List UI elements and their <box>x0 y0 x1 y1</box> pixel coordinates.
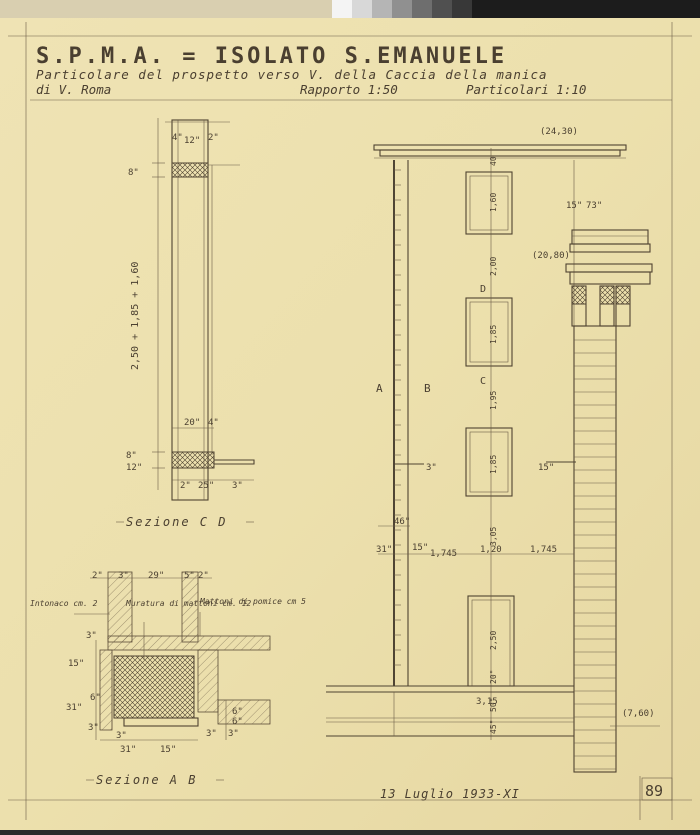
dim-cd-h-b1: 8" <box>126 451 137 461</box>
dim-cd-h-top: 8" <box>128 168 139 178</box>
dim-ab-l2: 15" <box>68 659 84 669</box>
dim-ab-b1: 3" <box>116 731 127 741</box>
dim-cd-bot-m: 25" <box>198 481 214 491</box>
dim-cd-h-main: 2,50 + 1,85 + 1,60 <box>130 262 141 370</box>
dim-ab-t3: 29" <box>148 571 164 581</box>
title-line-3c: Particolari 1:10 <box>466 82 586 97</box>
vdim-1: 1,60 <box>489 193 498 212</box>
dim-ab-b5: 3" <box>228 729 239 739</box>
drawing-date: 13 Luglio 1933-XI <box>380 787 520 801</box>
dim-ab-b4: 3" <box>206 729 217 739</box>
dim-ab-t5: 2" <box>198 571 209 581</box>
vdim-10: 45" <box>489 720 498 734</box>
vdim-7: 2,50 <box>489 631 498 650</box>
hdim-cor1: 15" <box>566 201 582 211</box>
label-c: C <box>480 376 486 387</box>
dim-cd-top-r: 2" <box>208 133 219 143</box>
section-ab-drawing <box>74 571 271 741</box>
dim-ab-b3: 15" <box>160 745 176 755</box>
level-top: (24,30) <box>540 127 578 137</box>
dim-ab-l1: 3" <box>86 631 97 641</box>
vdim-3: 1,85 <box>489 325 498 344</box>
hdim-f: 46" <box>394 517 410 527</box>
dim-ab-t2: 3" <box>118 571 129 581</box>
dim-cd-h-b2: 12" <box>126 463 142 473</box>
hdim-g: 3,15 <box>476 697 498 707</box>
dim-ab-l5: 3" <box>88 723 99 733</box>
dim-cd-bot-r: 3" <box>232 481 243 491</box>
title-line-2: Particolare del prospetto verso V. della… <box>36 67 548 82</box>
hdim-a: 31" <box>376 545 392 555</box>
note-intonaco: Intonaco cm. 2 <box>30 599 98 608</box>
section-cd-dimensions: 4" 12" 2" 8" 2,50 + 1,85 + 1,60 20" 4" 8… <box>126 133 243 491</box>
dim-cd-bot-l: 2" <box>180 481 191 491</box>
dim-ab-l3: 6" <box>90 693 101 703</box>
dim-ab-l4: 31" <box>66 703 82 713</box>
label-a: A <box>376 382 383 395</box>
vdim-8: 20" <box>489 670 498 684</box>
title-line-3b: Rapporto 1:50 <box>300 82 398 97</box>
hdim-cor2: 73" <box>586 201 602 211</box>
vdim-5: 1,85 <box>489 455 498 474</box>
hdim-e: 1,745 <box>530 545 557 555</box>
section-ab-dimensions: 2" 3" 29" 5" 2" Intonaco cm. 2 Muratura … <box>30 571 306 755</box>
dim-ab-b2: 31" <box>120 745 136 755</box>
sheet-frame <box>8 22 692 820</box>
section-ab-label: Sezione A B <box>96 773 197 787</box>
hdim-c: 1,745 <box>430 549 457 559</box>
level-bot: (7,60) <box>622 709 655 719</box>
hdim-sill-b: 15" <box>538 463 554 473</box>
sheet-number: 89 <box>645 782 663 800</box>
dim-ab-r1: 6" <box>232 707 243 717</box>
hdim-d: 1,20 <box>480 545 502 555</box>
vdim-9: 50" <box>489 698 498 712</box>
note-mattoni-pomice: Mattoni di pomice cm 5 <box>199 597 306 606</box>
sheet-number-box <box>641 777 673 801</box>
dim-ab-t4: 5" <box>184 571 195 581</box>
level-mid: (20,80) <box>532 251 570 261</box>
title-line-1: S.P.M.A. = ISOLATO S.EMANUELE <box>36 44 507 69</box>
vdim-4: 1,95 <box>489 391 498 410</box>
elevation-drawing <box>326 144 660 773</box>
vdim-0: 40 <box>489 156 498 166</box>
vdim-6: 3,05 <box>489 527 498 546</box>
title-line-3a: di V. Roma <box>36 82 111 97</box>
dim-ab-t1: 2" <box>92 571 103 581</box>
section-cd-label: Sezione C D <box>126 515 227 529</box>
dim-cd-top-l: 4" <box>172 133 183 143</box>
hdim-sill-a: 3" <box>426 463 437 473</box>
label-d: D <box>480 284 486 295</box>
hdim-b: 15" <box>412 543 428 553</box>
dim-cd-top-w: 12" <box>184 136 200 146</box>
dim-ab-r2: 6" <box>232 717 243 727</box>
label-b: B <box>424 382 431 395</box>
elevation-labels: (24,30) (20,80) (7,60) A B C D 40 1,60 2… <box>376 127 655 734</box>
dim-cd-w-mid: 20" <box>184 418 200 428</box>
color-calibration-strip <box>332 0 700 18</box>
dim-cd-w-mid-r: 4" <box>208 418 219 428</box>
vdim-2: 2,00 <box>489 257 498 276</box>
note-muratura: Muratura di mattoni cm. 12 <box>125 599 251 608</box>
section-cd-drawing <box>152 118 255 501</box>
